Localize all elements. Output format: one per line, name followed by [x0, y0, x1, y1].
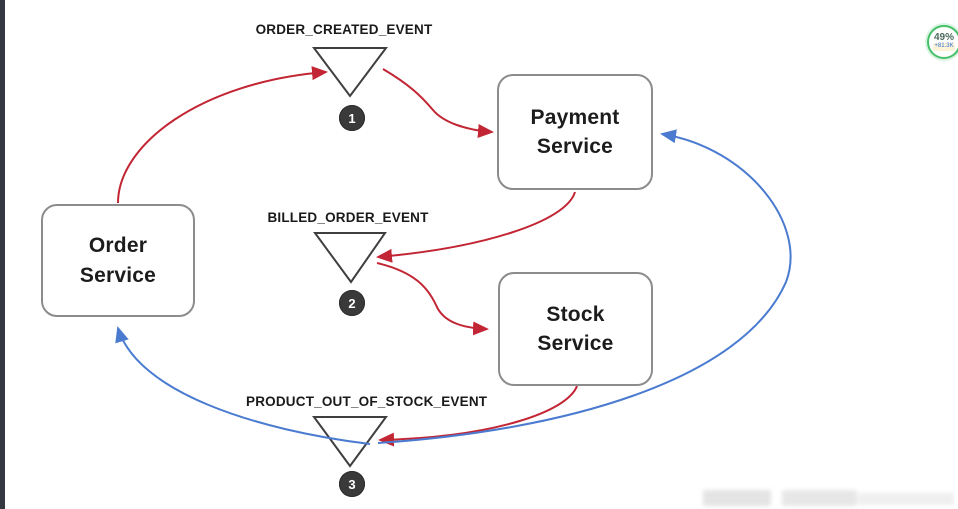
- order-service-node: Order Service: [41, 204, 195, 317]
- watermark-block: [858, 493, 954, 505]
- watermark-block: [703, 490, 771, 506]
- arrow-topic1-to-payment: [382, 68, 494, 138]
- arrow-topic3-to-order: [115, 326, 371, 445]
- watermark-block: [782, 490, 857, 506]
- topic-label-order-created-event: ORDER_CREATED_EVENT: [255, 22, 433, 37]
- topic-triangle-1: [312, 47, 388, 98]
- topic-number-2: 2: [339, 290, 365, 316]
- blurred-watermark: [698, 488, 958, 509]
- percentage-badge-subtext: +81.3K: [933, 43, 955, 51]
- percentage-badge-value: 49%: [933, 32, 954, 44]
- topic-label-product-out-of-stock-event: PRODUCT_OUT_OF_STOCK_EVENT: [246, 394, 488, 409]
- topic-triangle-2: [313, 232, 387, 284]
- percentage-badge[interactable]: 49% +81.3K: [927, 25, 958, 59]
- payment-service-node: Payment Service: [497, 74, 653, 190]
- topic-number-1: 1: [339, 105, 365, 131]
- arrow-topic2-to-stock: [376, 262, 489, 336]
- stock-service-label: Stock Service: [537, 302, 614, 355]
- topic-label-billed-order-event: BILLED_ORDER_EVENT: [267, 210, 429, 225]
- payment-service-label: Payment Service: [530, 105, 620, 158]
- stock-service-node: Stock Service: [498, 272, 653, 386]
- arrow-payment-to-topic2: [376, 191, 576, 263]
- topic-number-3: 3: [339, 471, 365, 497]
- arrow-topic3-to-payment: [377, 129, 792, 444]
- arrow-stock-to-topic3: [378, 385, 578, 447]
- left-edge-divider: [0, 0, 5, 509]
- order-service-label: Order Service: [79, 234, 157, 287]
- arrow-order-to-topic1: [117, 66, 328, 204]
